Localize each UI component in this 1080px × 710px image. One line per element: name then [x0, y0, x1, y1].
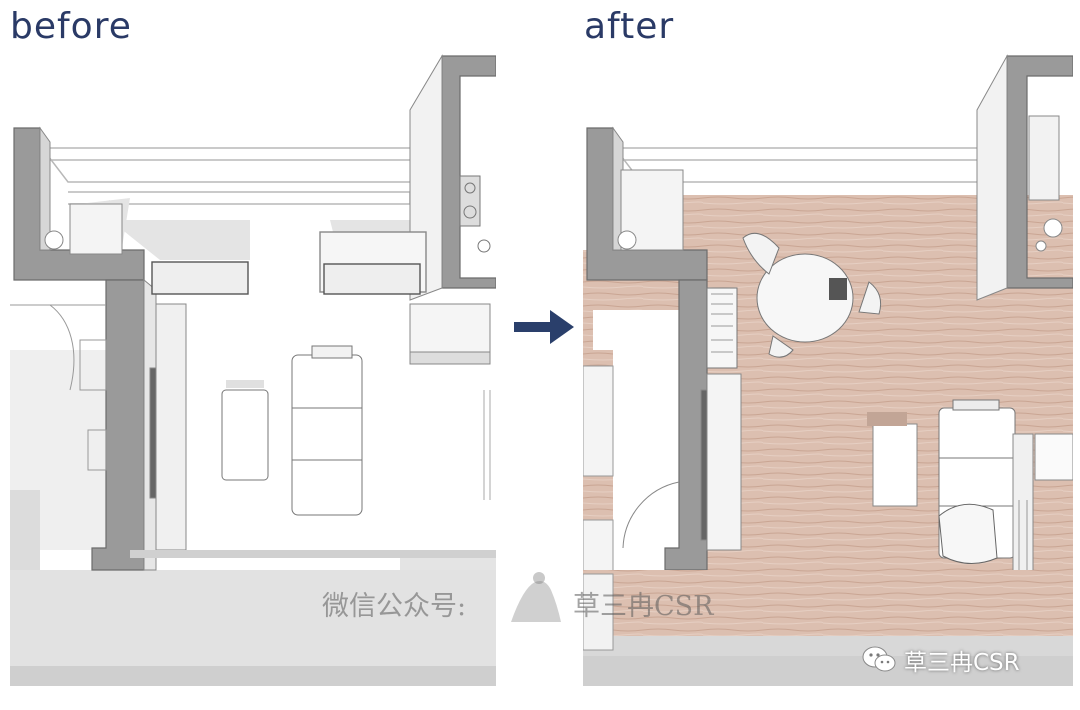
before-label: before — [10, 6, 132, 47]
stove — [459, 175, 491, 253]
arrow-icon — [514, 310, 574, 344]
armchair — [938, 503, 998, 564]
door-swing — [622, 481, 680, 549]
walls — [13, 55, 496, 571]
window-frame — [40, 147, 441, 205]
railing — [483, 390, 491, 500]
left-room — [583, 365, 614, 581]
watermark-left: 微信公众号: — [322, 591, 467, 622]
bottom-floor-band — [10, 570, 496, 670]
tv-wall — [149, 303, 187, 551]
sofa — [291, 345, 363, 516]
wechat-icon — [862, 646, 896, 672]
left-room-outline — [10, 304, 107, 471]
dining-set — [742, 232, 882, 358]
fridge — [409, 303, 491, 365]
kitchen-sink — [1028, 115, 1063, 252]
wardrobe — [700, 373, 742, 551]
after-label: after — [584, 6, 675, 47]
watermark-logo-icon — [511, 572, 561, 622]
railing — [1012, 433, 1073, 575]
bottom-wood-band — [583, 570, 1073, 636]
coffee-table — [872, 423, 918, 507]
bookshelf — [706, 287, 738, 369]
washing-machine — [617, 169, 684, 251]
brand-badge: 草三冉CSR — [862, 643, 1020, 677]
coffee-table — [221, 389, 269, 481]
washing-machine — [44, 203, 123, 255]
brand-name: 草三冉CSR — [904, 650, 1020, 676]
watermark-right: 草三冉CSR — [573, 591, 714, 622]
radiators — [151, 231, 427, 295]
before-floor-plan — [10, 54, 496, 686]
after-floor-plan — [583, 54, 1073, 686]
